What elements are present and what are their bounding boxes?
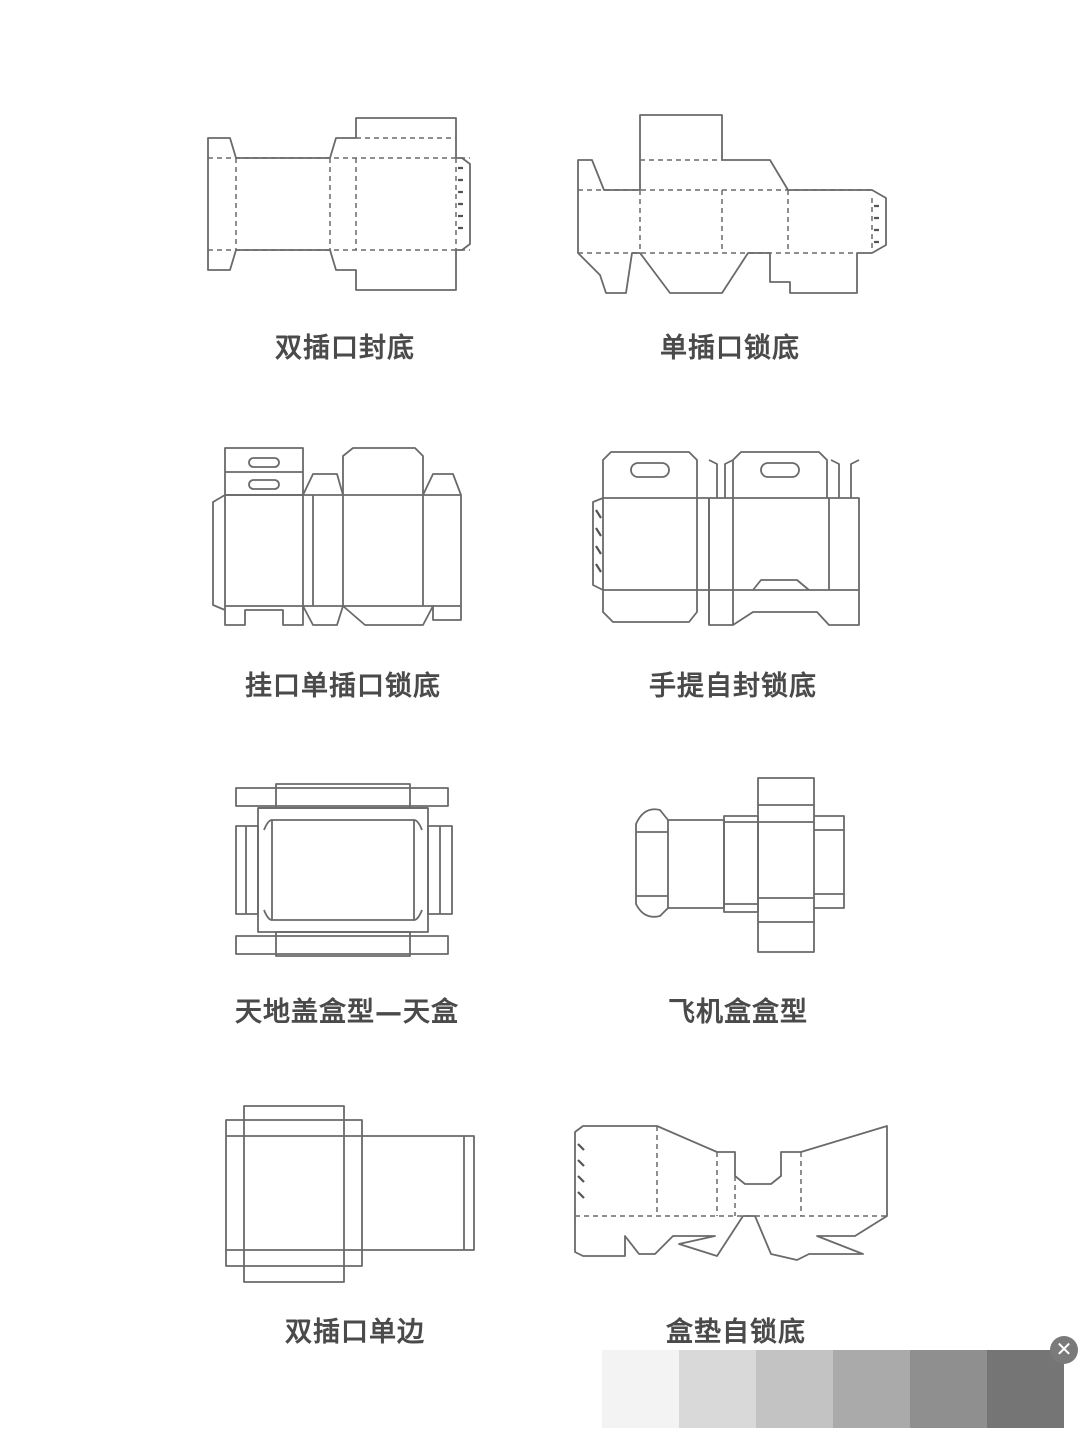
box-style-label: 盒垫自锁底 [666,1317,806,1348]
close-icon[interactable]: ✕ [1050,1336,1078,1364]
palette-swatch [910,1350,987,1428]
dieline-single-tuck-lock-bottom [570,110,890,300]
box-style-label: 双插口封底 [275,333,415,364]
palette-swatch [602,1350,679,1428]
palette-swatch [679,1350,756,1428]
box-style-label: 飞机盒盒型 [668,997,808,1028]
palette-swatch [756,1350,833,1428]
dieline-mailer-box [630,770,855,960]
box-style-label: 双插口单边 [285,1317,425,1348]
box-style-label: 手提自封锁底 [649,671,817,702]
box-style-label: 挂口单插口锁底 [245,671,441,702]
box-style-label: 天地盖盒型—天盒 [235,997,459,1028]
dieline-pad-self-lock-bottom [565,1118,895,1268]
palette-swatch [833,1350,910,1428]
dieline-handle-self-lock [585,440,870,640]
dieline-double-tuck-end [200,110,480,300]
palette-swatch [987,1350,1064,1428]
dieline-hang-tab-single-tuck [205,440,475,640]
box-style-label: 单插口锁底 [660,333,800,364]
dieline-double-tuck-single-side [218,1100,483,1290]
grayscale-palette [602,1350,1064,1428]
dieline-lid-base-box-lid [228,780,463,960]
